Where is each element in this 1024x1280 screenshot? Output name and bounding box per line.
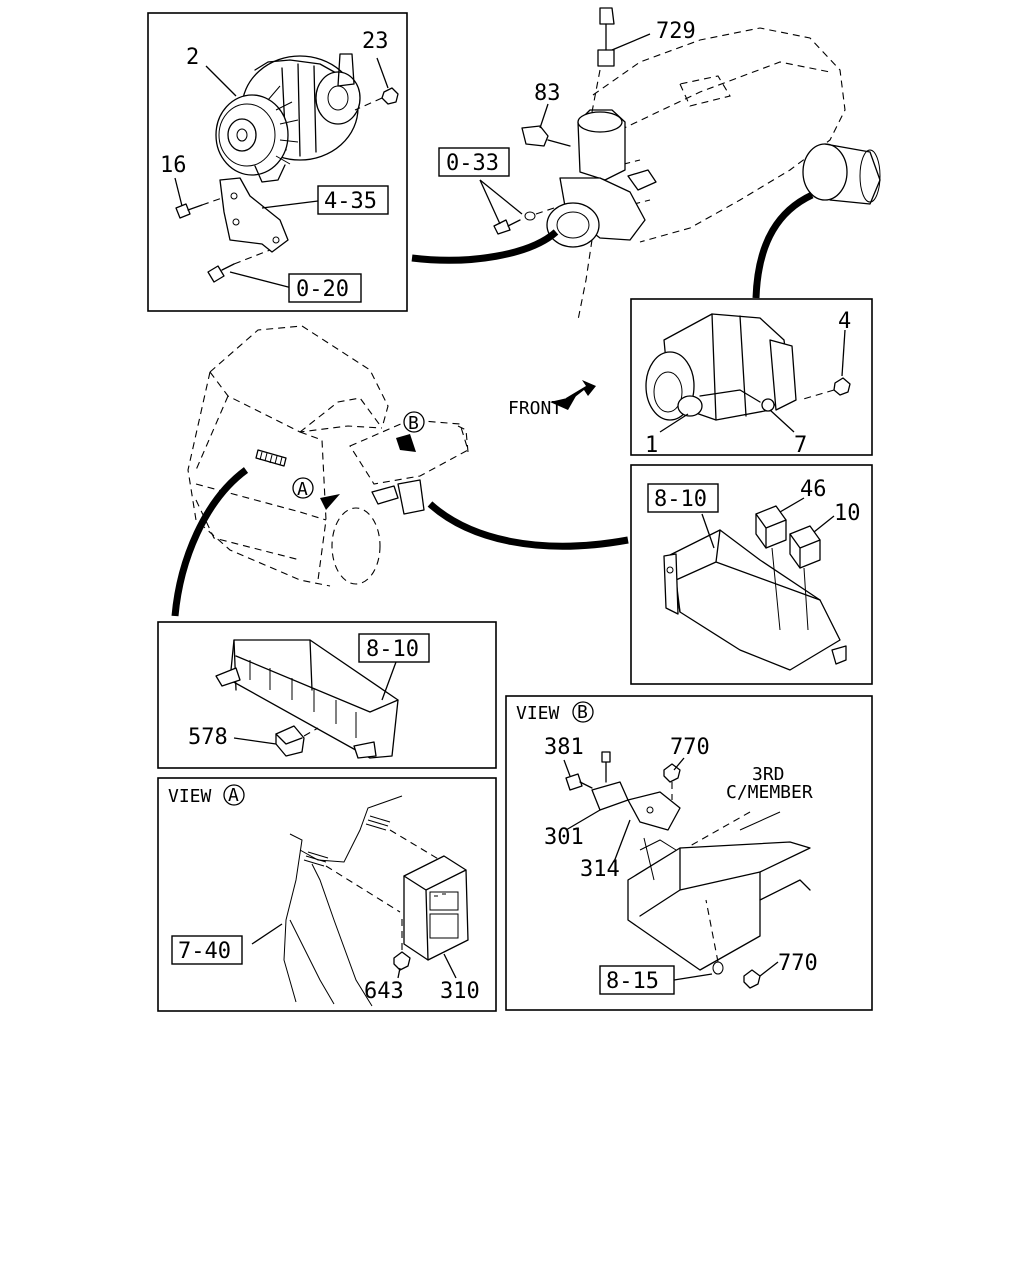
- ref-4-35: 4-35: [324, 189, 377, 214]
- view-a-title: VIEW: [168, 786, 212, 807]
- view-b-title: VIEW: [516, 703, 560, 724]
- label-part-46: 46: [800, 477, 827, 502]
- label-part-381: 381: [544, 735, 584, 760]
- panel-fuse-box: [157, 621, 497, 769]
- front-arrow: [550, 380, 596, 410]
- label-part-310: 310: [440, 979, 480, 1004]
- engine-block: [411, 7, 881, 321]
- panel-view-a: [157, 777, 497, 1012]
- label-part-1: 1: [645, 433, 658, 458]
- ref-0-33: 0-33: [446, 151, 499, 176]
- ref-8-10-fuse: 8-10: [366, 637, 419, 662]
- front-label: FRONT: [508, 398, 562, 419]
- panel-relay-box: [630, 464, 873, 685]
- ref-8-15: 8-15: [606, 969, 659, 994]
- view-b-letter: B: [577, 702, 588, 723]
- label-part-4: 4: [838, 309, 851, 334]
- label-part-16: 16: [160, 153, 187, 178]
- label-part-770-upper: 770: [670, 735, 710, 760]
- label-part-10: 10: [834, 501, 861, 526]
- label-part-643: 643: [364, 979, 404, 1004]
- panel-starter: [630, 298, 873, 456]
- truck-cab: [171, 325, 629, 617]
- label-part-770-lower: 770: [778, 951, 818, 976]
- ref-0-20: 0-20: [296, 277, 349, 302]
- label-part-301: 301: [544, 825, 584, 850]
- label-part-7: 7: [794, 433, 807, 458]
- third-member-line2: C/MEMBER: [726, 782, 813, 803]
- third-member-line1: 3RD: [752, 764, 785, 785]
- label-part-2: 2: [186, 45, 199, 70]
- ref-8-10-relay: 8-10: [654, 487, 707, 512]
- marker-a: A: [297, 479, 308, 500]
- panel-alternator: [147, 12, 408, 312]
- label-part-578: 578: [188, 725, 228, 750]
- marker-b: B: [408, 413, 419, 434]
- label-part-23: 23: [362, 29, 389, 54]
- label-part-729: 729: [656, 19, 696, 44]
- ref-7-40: 7-40: [178, 939, 231, 964]
- panel-view-b: [505, 695, 873, 1011]
- view-a-letter: A: [228, 785, 239, 806]
- labels: 2 23 16 4-35 0-20 729 83 0-33 4 1 7 FRON…: [160, 19, 861, 1004]
- label-part-314: 314: [580, 857, 620, 882]
- label-part-83: 83: [534, 81, 561, 106]
